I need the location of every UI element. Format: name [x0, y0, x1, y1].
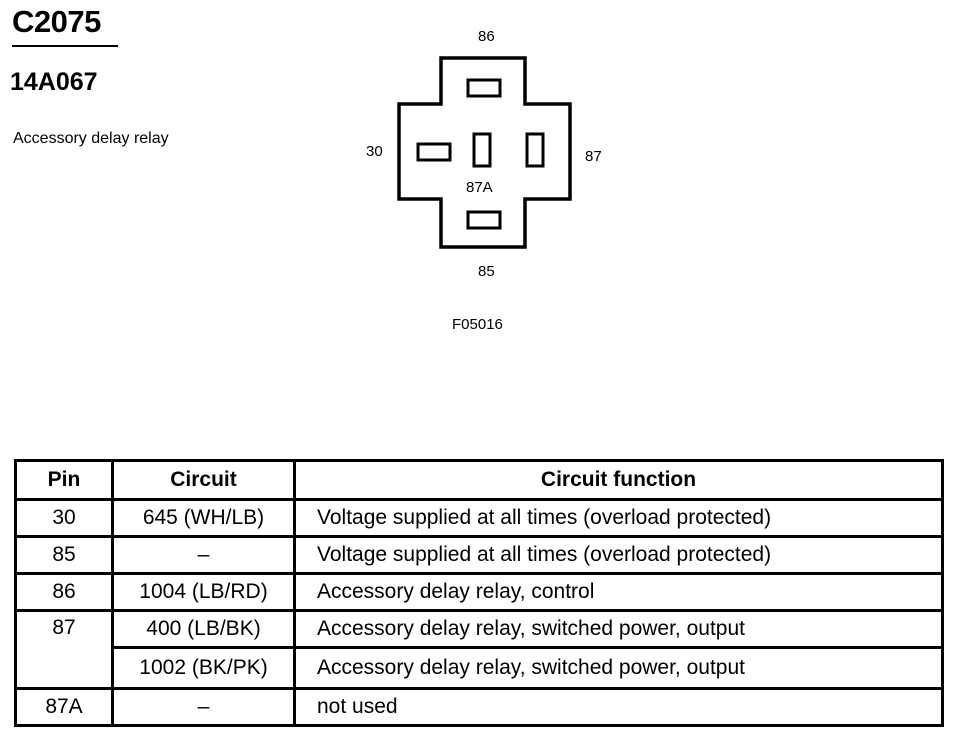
header-circuit-function: Circuit function [293, 459, 944, 501]
circuit-cell: – [111, 535, 296, 575]
connector-id-underline [12, 45, 118, 47]
pin-cell: 87A [14, 687, 114, 727]
pin-label-86: 86 [478, 28, 495, 45]
table-row: 87A – not used [14, 687, 944, 727]
circuit-cell: – [111, 687, 296, 727]
circuit-cell: 1004 (LB/RD) [111, 572, 296, 612]
function-cell: Accessory delay relay, switched power, o… [293, 609, 944, 649]
terminal-86 [466, 78, 502, 98]
pin-label-30: 30 [366, 143, 383, 160]
table-row: 30 645 (WH/LB) Voltage supplied at all t… [14, 498, 944, 538]
pin-label-87a: 87A [466, 179, 493, 196]
header-pin: Pin [14, 459, 114, 501]
table-header-row: Pin Circuit Circuit function [14, 459, 944, 501]
pin-cell: 87 [14, 609, 114, 690]
circuit-cell: 1002 (BK/PK) [111, 646, 296, 690]
table-row: 86 1004 (LB/RD) Accessory delay relay, c… [14, 572, 944, 612]
pin-cell: 85 [14, 535, 114, 575]
function-cell: not used [293, 687, 944, 727]
terminal-30 [416, 142, 452, 162]
figure-code: F05016 [452, 316, 503, 333]
part-number: 14A067 [10, 68, 98, 96]
connector-id: C2075 [12, 4, 101, 39]
table-row: 85 – Voltage supplied at all times (over… [14, 535, 944, 575]
function-cell: Voltage supplied at all times (overload … [293, 498, 944, 538]
terminal-87 [525, 132, 545, 168]
table-row: 1002 (BK/PK) Accessory delay relay, swit… [16, 646, 944, 690]
pin-cell: 30 [14, 498, 114, 538]
pin-cell: 86 [14, 572, 114, 612]
function-cell: Voltage supplied at all times (overload … [293, 535, 944, 575]
function-cell: Accessory delay relay, control [293, 572, 944, 612]
table-row: 87 400 (LB/BK) Accessory delay relay, sw… [14, 609, 944, 690]
terminal-85 [466, 210, 502, 230]
function-cell: Accessory delay relay, switched power, o… [293, 646, 944, 690]
pin-label-85: 85 [478, 263, 495, 280]
relay-connector-diagram [397, 56, 572, 249]
relay-outline [397, 56, 572, 249]
part-description: Accessory delay relay [13, 130, 169, 147]
circuit-cell: 645 (WH/LB) [111, 498, 296, 538]
header-circuit: Circuit [111, 459, 296, 501]
terminal-87a [472, 132, 492, 168]
pin-table: Pin Circuit Circuit function 30 645 (WH/… [14, 459, 944, 727]
circuit-cell: 400 (LB/BK) [111, 609, 296, 649]
pin-label-87: 87 [585, 148, 602, 165]
